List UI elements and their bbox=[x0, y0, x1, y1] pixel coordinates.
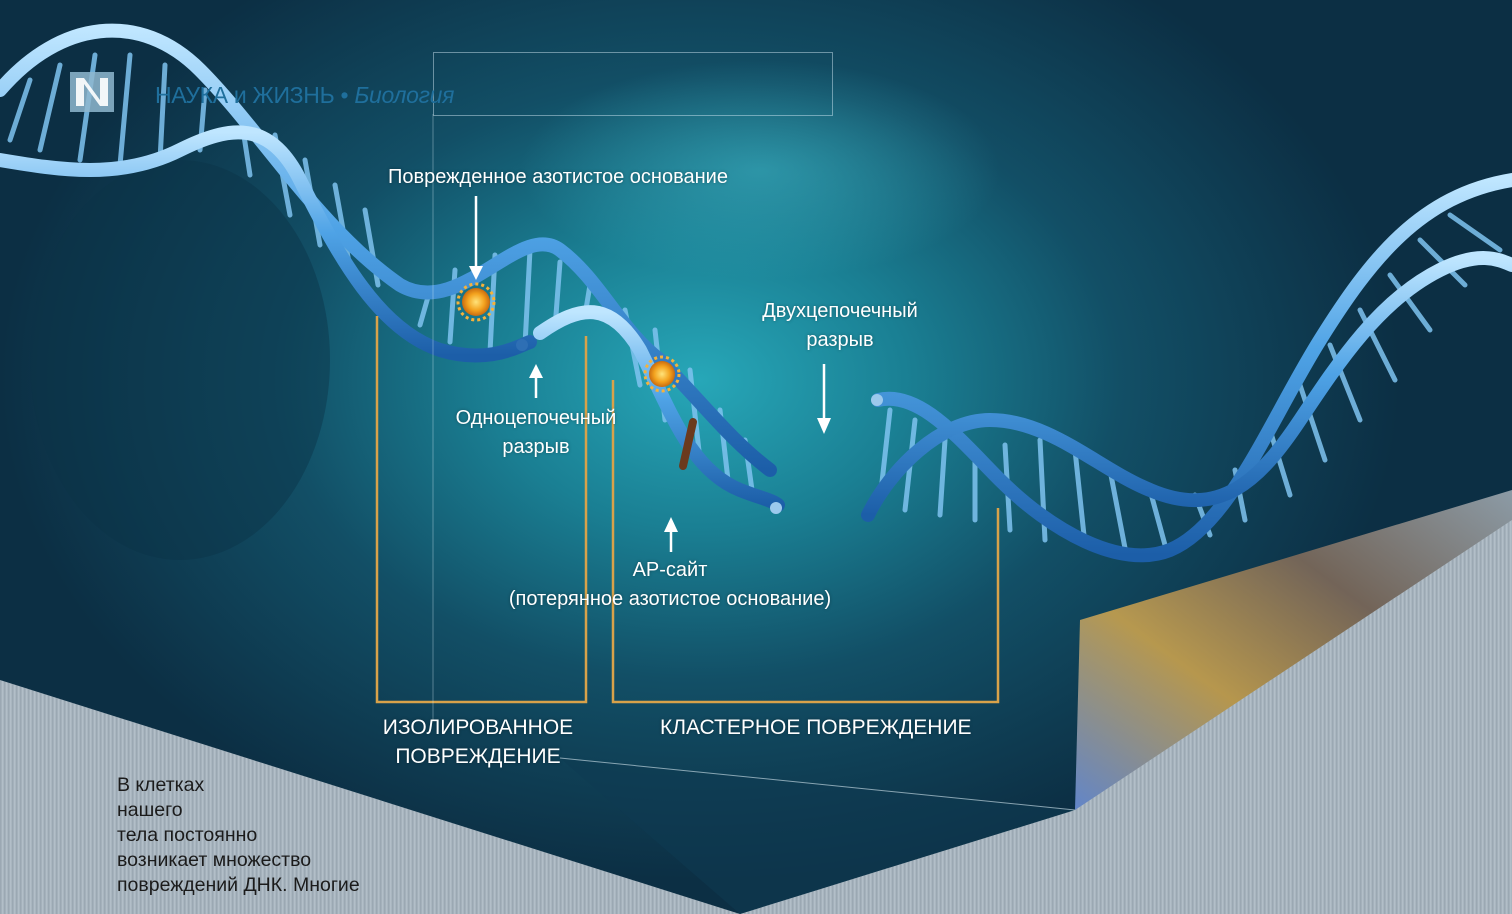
label-damaged-base: Поврежденное азотистое основание bbox=[388, 163, 728, 192]
intro-line: нашего bbox=[117, 798, 360, 823]
label-double-strand-break: Двухцепочечный разрыв bbox=[750, 297, 930, 355]
label-ap-site-line2: (потерянное азотистое основание) bbox=[495, 585, 845, 614]
magazine-title: НАУКА и ЖИЗНЬ bbox=[155, 82, 334, 108]
arrow-down-double-break bbox=[817, 418, 831, 434]
intro-line: тела постоянно bbox=[117, 823, 360, 848]
header-frame bbox=[433, 52, 833, 116]
label-single-strand-break-line1: Одноцепочечный bbox=[448, 404, 624, 433]
section-name: Биология bbox=[354, 82, 454, 108]
intro-line: В клетках bbox=[117, 773, 360, 798]
label-ap-site-line1: АР-сайт bbox=[495, 556, 845, 585]
label-single-strand-break-line2: разрыв bbox=[448, 433, 624, 462]
label-cluster-damage: КЛАСТЕРНОЕ ПОВРЕЖДЕНИЕ bbox=[660, 713, 972, 742]
dna-helix-right bbox=[868, 180, 1512, 555]
header-separator: • bbox=[334, 82, 354, 108]
magazine-header: НАУКА и ЖИЗНЬ • Биология bbox=[155, 82, 454, 109]
double-break-end-right bbox=[871, 394, 883, 406]
intro-line: повреждений ДНК. Многие bbox=[117, 873, 360, 898]
magazine-logo bbox=[70, 72, 114, 112]
background-shadow bbox=[30, 160, 330, 560]
label-isolated-damage-line2: ПОВРЕЖДЕНИЕ bbox=[378, 742, 578, 771]
dna-strand-d bbox=[868, 258, 1512, 515]
arrow-up-single-break bbox=[529, 364, 543, 378]
arrow-up-ap-site bbox=[664, 517, 678, 532]
label-ap-site: АР-сайт (потерянное азотистое основание) bbox=[495, 556, 845, 614]
intro-line: возникает множество bbox=[117, 848, 360, 873]
label-single-strand-break: Одноцепочечный разрыв bbox=[448, 404, 624, 462]
single-break-end bbox=[516, 339, 528, 351]
isolated-damage-bracket bbox=[377, 316, 586, 702]
intro-paragraph: В клетках нашего тела постоянно возникае… bbox=[117, 773, 360, 898]
label-double-strand-break-line2: разрыв bbox=[750, 326, 930, 355]
label-double-strand-break-line1: Двухцепочечный bbox=[750, 297, 930, 326]
label-isolated-damage: ИЗОЛИРОВАННОЕ ПОВРЕЖДЕНИЕ bbox=[378, 713, 578, 771]
label-isolated-damage-line1: ИЗОЛИРОВАННОЕ bbox=[378, 713, 578, 742]
double-break-end-left bbox=[770, 502, 782, 514]
